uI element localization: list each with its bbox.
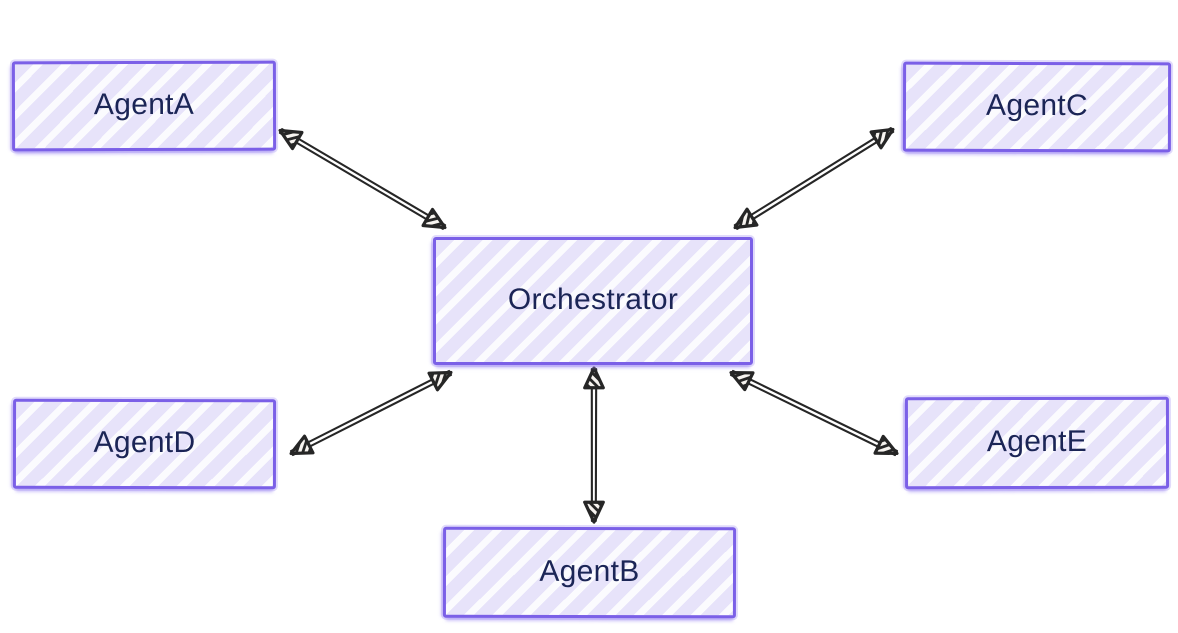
- node-label: AgentA: [93, 87, 195, 122]
- node-agent-b[interactable]: AgentB: [442, 526, 737, 619]
- node-agent-e[interactable]: AgentE: [904, 396, 1170, 490]
- node-agent-c[interactable]: AgentC: [902, 61, 1172, 153]
- node-agent-a[interactable]: AgentA: [11, 60, 277, 152]
- edge-orchestrator-agent-b: [592, 369, 596, 521]
- node-label: AgentE: [986, 424, 1088, 459]
- edge-orchestrator-agent-c: [735, 128, 893, 229]
- node-agent-d[interactable]: AgentD: [12, 398, 277, 490]
- edge-agent-d-orchestrator: [291, 371, 451, 455]
- edge-orchestrator-agent-e: [731, 371, 897, 455]
- node-label: AgentD: [93, 425, 196, 460]
- node-label: AgentC: [986, 88, 1088, 123]
- node-orchestrator[interactable]: Orchestrator: [433, 237, 753, 365]
- edge-agent-a-orchestrator: [280, 129, 445, 229]
- node-label: AgentB: [539, 554, 640, 588]
- node-label: Orchestrator: [507, 283, 679, 316]
